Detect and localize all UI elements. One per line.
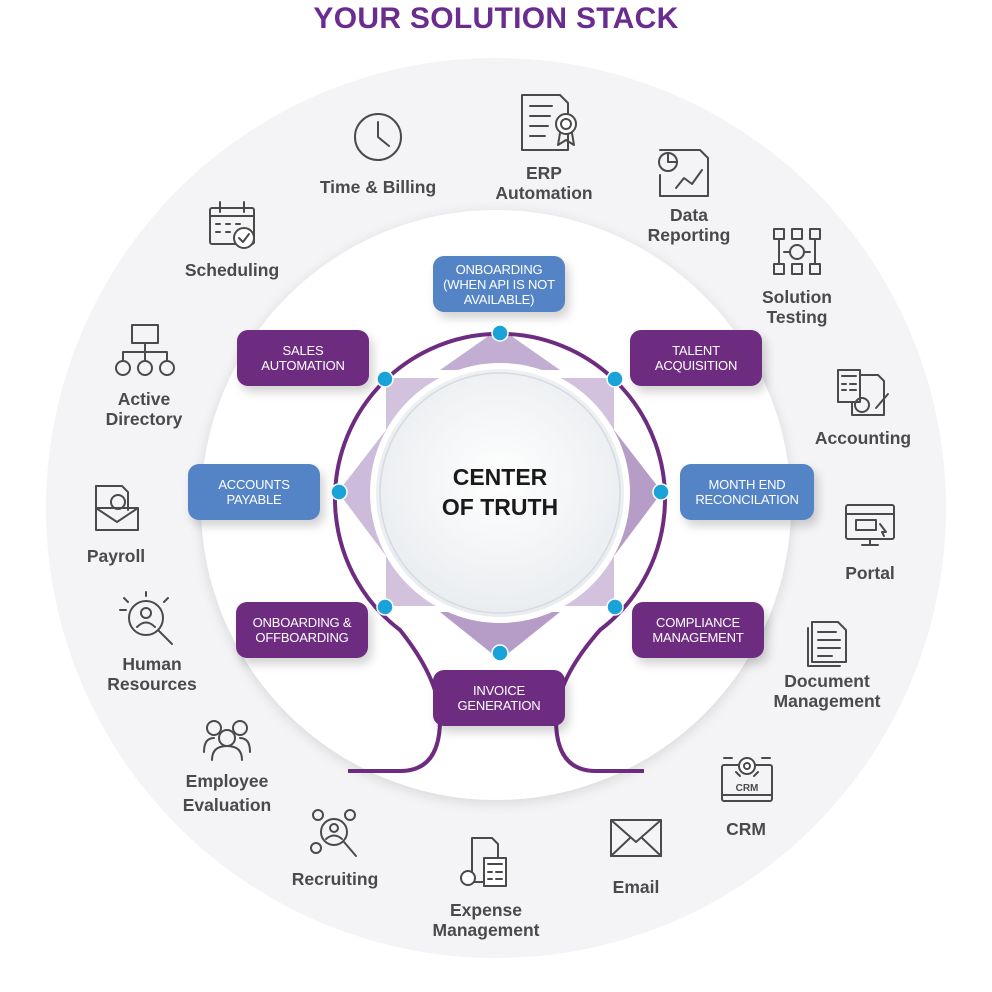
label-crm: CRM [726,819,766,839]
label-solution-testing: Solution Testing [762,287,832,327]
hr-magnifier-icon [119,591,173,645]
payroll-envelope-icon [95,485,139,531]
node-onboarding-api: ONBOARDING (WHEN API IS NOT AVAILABLE) [433,256,565,312]
expense-calculator-icon [460,837,507,887]
clock-icon [354,113,402,161]
connector-dot [652,483,670,501]
connector-dot [606,370,624,388]
page-title: YOUR SOLUTION STACK [313,2,679,35]
connector-dot [491,644,509,662]
node-invoice-generation: INVOICE GENERATION [433,670,565,726]
label-payroll: Payroll [86,546,146,566]
recruiting-search-icon [310,809,357,857]
node-compliance-management: COMPLIANCE MANAGEMENT [632,602,764,658]
label-scheduling: Scheduling [184,260,280,280]
label-time-billing: Time & Billing [319,177,437,197]
center-circle [370,363,630,623]
label-accounting: Accounting [814,428,912,448]
team-icon [203,720,251,761]
label-recruiting: Recruiting [291,869,379,889]
document-icon [807,621,847,667]
monitor-icon [845,504,895,546]
label-data-reporting: Data Reporting [647,205,731,245]
connector-dot [376,370,394,388]
calendar-check-icon [209,201,255,249]
node-accounts-payable: ACCOUNTS PAYABLE [188,464,320,520]
crm-icon [721,757,773,802]
envelope-icon [610,819,662,857]
label-active-directory: Active Directory [105,389,183,429]
node-onboarding-offboarding: ONBOARDING & OFFBOARDING [236,602,368,658]
certificate-icon [521,94,577,151]
connector-dot [491,324,509,342]
node-sales-automation: SALES AUTOMATION [237,330,369,386]
connector-dot [606,598,624,616]
label-portal: Portal [845,563,895,583]
node-talent-acquisition: TALENT ACQUISITION [630,330,762,386]
label-human-resources: Human Resources [107,654,197,694]
label-email: Email [612,877,660,897]
center-label: CENTER OF TRUTH [441,464,559,520]
calculator-document-icon [837,369,889,416]
label-erp-automation: ERP Automation [495,163,593,203]
connector-dot [376,598,394,616]
label-document-management: Document Management [773,671,881,711]
connector-dot [330,483,348,501]
node-month-end-reconciliation: MONTH END RECONCILATION [680,464,814,520]
report-chart-icon [658,149,709,197]
crm-icon-label: CRM [736,783,759,794]
flow-gear-icon [773,228,821,275]
label-expense-management: Expense Management [432,900,540,940]
label-employee-evaluation: Employee Evaluation [182,771,272,815]
connector-dots [330,324,670,662]
directory-tree-icon [115,324,175,376]
